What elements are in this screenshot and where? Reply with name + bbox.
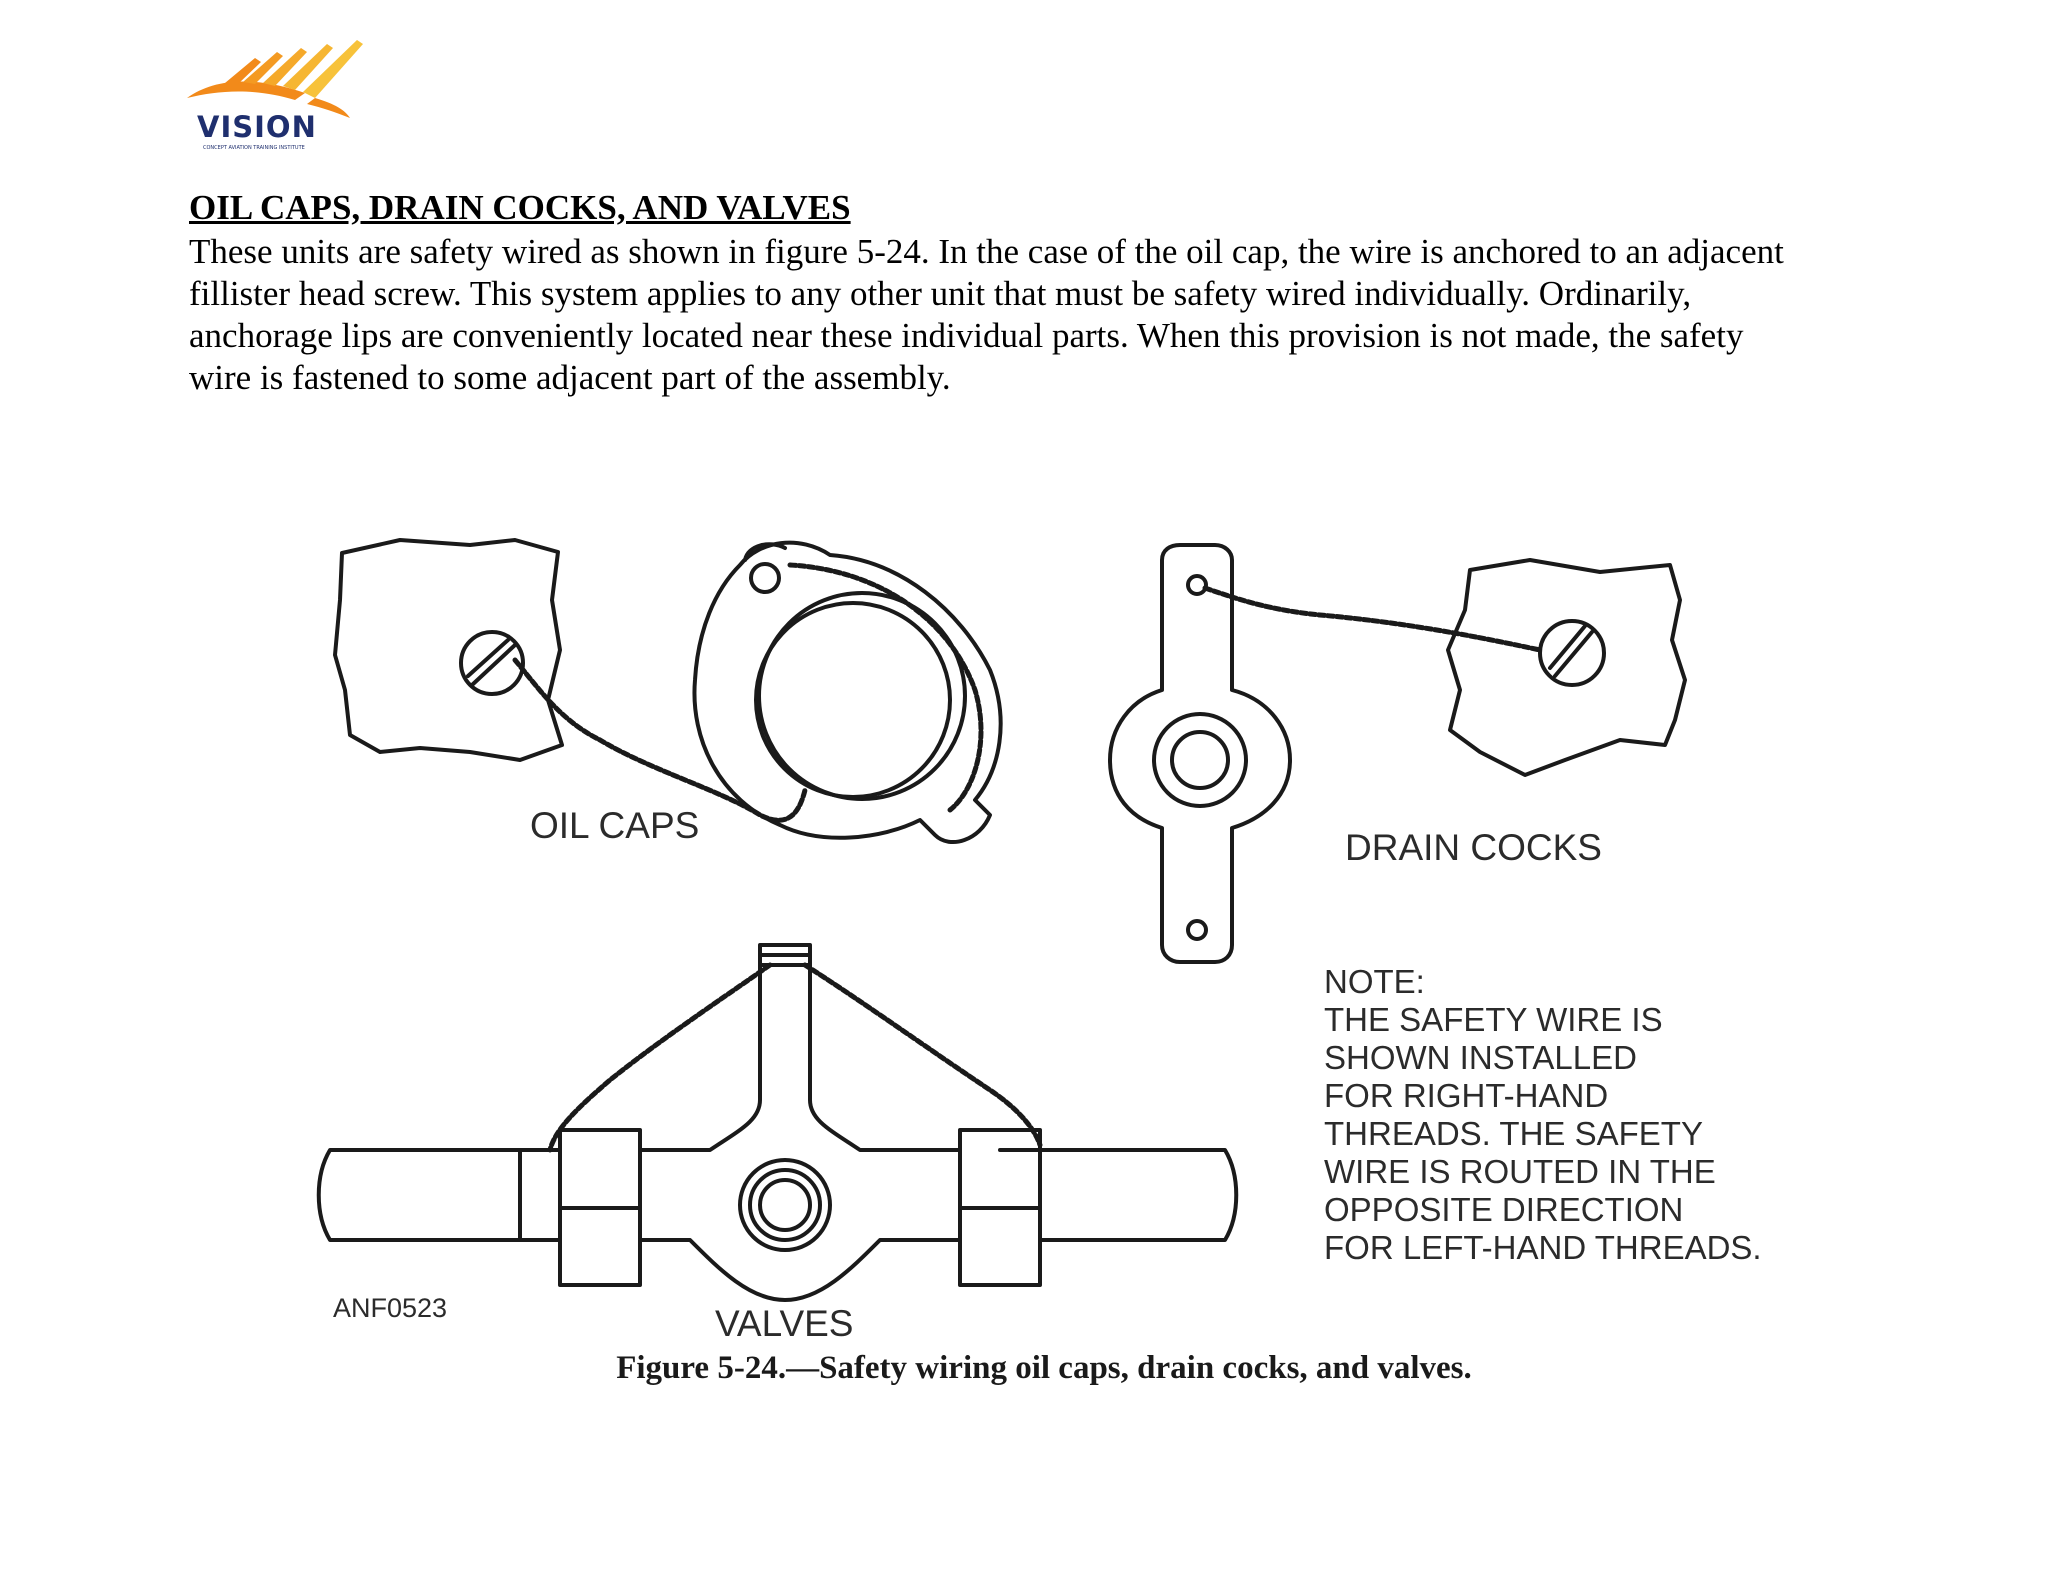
oil-cap-safety-wire <box>512 657 808 823</box>
oil-cap-rim-wire <box>787 562 984 813</box>
valve-safety-wire-left <box>547 962 773 1153</box>
note-line: SHOWN INSTALLED <box>1324 1039 1637 1076</box>
paragraph-line: anchorage lips are conveniently located … <box>189 316 1744 355</box>
logo-subtitle: CONCEPT AVIATION TRAINING INSTITUTE <box>203 145 305 151</box>
section-paragraph: These units are safety wired as shown in… <box>189 231 1889 399</box>
note-line: WIRE IS ROUTED IN THE <box>1324 1153 1716 1190</box>
figure-caption: Figure 5-24.—Safety wiring oil caps, dra… <box>616 1350 1472 1386</box>
flame-wing-icon <box>187 40 363 118</box>
label-drain-cocks: DRAIN COCKS <box>1345 827 1602 868</box>
oil-cap <box>692 540 1003 845</box>
valve-safety-wire-right <box>802 962 1043 1148</box>
note-line: NOTE: <box>1324 963 1425 1000</box>
label-oil-caps: OIL CAPS <box>530 805 699 846</box>
note-line: FOR LEFT-HAND THREADS. <box>1324 1229 1762 1266</box>
figure-code: ANF0523 <box>333 1293 447 1323</box>
paragraph-line: wire is fastened to some adjacent part o… <box>189 358 951 397</box>
note-line: THE SAFETY WIRE IS <box>1324 1001 1663 1038</box>
valve-body <box>316 943 1239 1302</box>
vision-logo: VISION CONCEPT AVIATION TRAINING INSTITU… <box>185 38 385 158</box>
drain-cock-safety-wire <box>1202 585 1543 653</box>
drain-cock-mounting-plate <box>1446 558 1687 777</box>
note-line: OPPOSITE DIRECTION <box>1324 1191 1683 1228</box>
label-valves: VALVES <box>715 1303 853 1344</box>
logo-wordmark: VISION <box>197 110 317 144</box>
note-line: THREADS. THE SAFETY <box>1324 1115 1703 1152</box>
figure-note: NOTE: THE SAFETY WIRE IS SHOWN INSTALLED… <box>1324 963 1762 1266</box>
paragraph-line: These units are safety wired as shown in… <box>189 232 1784 271</box>
drain-cock <box>1108 543 1292 964</box>
section-heading: OIL CAPS, DRAIN COCKS, AND VALVES <box>189 188 851 227</box>
oil-cap-fillister-screw <box>459 630 525 696</box>
oil-cap-mounting-plate <box>333 538 564 762</box>
note-line: FOR RIGHT-HAND <box>1324 1077 1608 1114</box>
paragraph-line: fillister head screw. This system applie… <box>189 274 1692 313</box>
